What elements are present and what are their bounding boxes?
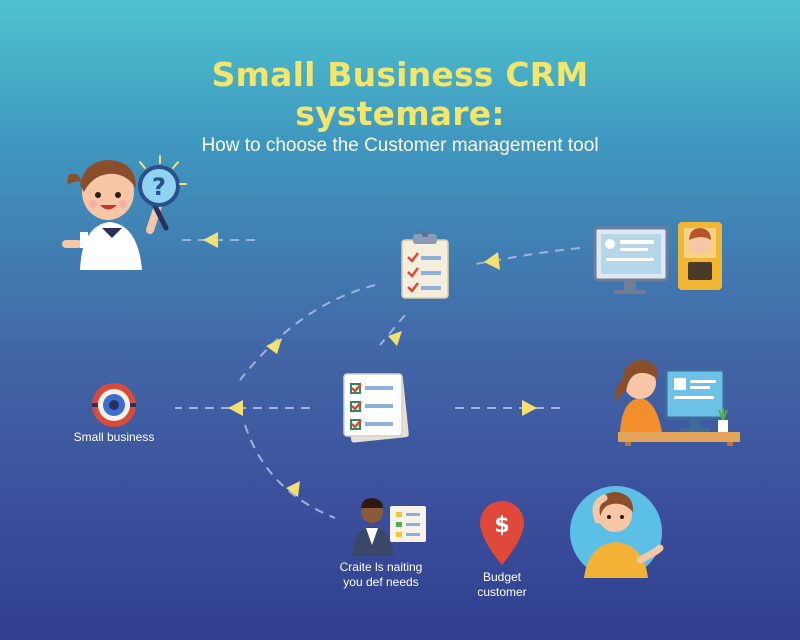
svg-text:?: ?	[152, 173, 166, 201]
computer-profile-icon	[595, 222, 722, 294]
thinking-person-icon	[570, 486, 662, 578]
small-business-label: Small business	[62, 430, 166, 445]
arrow-to-researcher	[203, 232, 218, 248]
dollar-pin-icon: $	[480, 501, 524, 565]
arrow-to-checklist	[484, 252, 500, 270]
needs-caption: Craite ls naiting you def needs	[326, 560, 436, 590]
needs-caption-line-2: you def needs	[326, 575, 436, 590]
target-icon	[92, 383, 136, 427]
checklist-icon	[344, 374, 409, 443]
connector-to-needs	[245, 425, 335, 518]
budget-caption-line-1: Budget	[466, 570, 538, 585]
arrow-to-small-business	[228, 400, 243, 416]
budget-caption: Budget customer	[466, 570, 538, 600]
desk-worker-icon	[615, 360, 740, 446]
researcher-icon: ?	[62, 156, 186, 270]
businessman-icon	[352, 498, 426, 556]
arrow-to-desk	[522, 400, 537, 416]
clipboard-checklist-icon	[402, 231, 448, 298]
svg-text:$: $	[494, 513, 509, 538]
connector-checklist-to-left	[240, 285, 375, 380]
arrow-curve-up	[266, 338, 282, 354]
needs-caption-line-1: Craite ls naiting	[326, 560, 436, 575]
budget-caption-line-2: customer	[466, 585, 538, 600]
